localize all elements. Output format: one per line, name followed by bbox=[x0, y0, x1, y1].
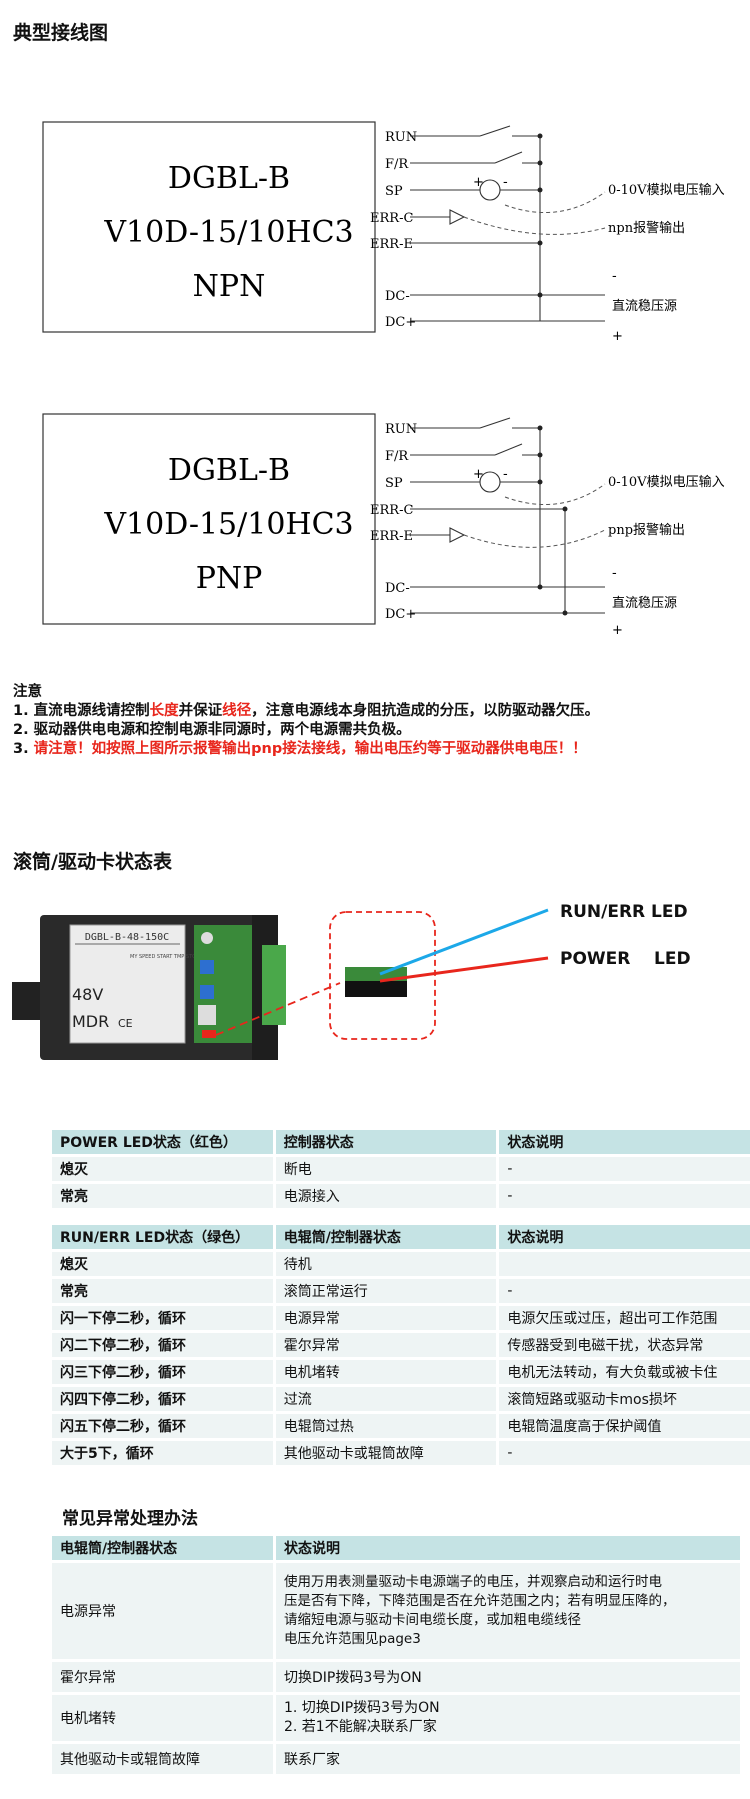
table-row: 闪二下停二秒，循环霍尔异常传感器受到电磁干扰，状态异常 bbox=[52, 1333, 750, 1357]
table-row: 闪一下停二秒，循环电源异常电源欠压或过压，超出可工作范围 bbox=[52, 1306, 750, 1330]
terminal-sp: SP bbox=[385, 184, 403, 199]
svg-text:+: + bbox=[612, 623, 623, 638]
table-row: 熄灭待机 bbox=[52, 1252, 750, 1276]
terminal-dc-minus: DC- bbox=[385, 581, 410, 596]
svg-text:+: + bbox=[473, 467, 484, 482]
note-1: 1. 直流电源线请控制长度并保证线径，注意电源线本身阻抗造成的分压，以防驱动器欠… bbox=[13, 703, 600, 719]
notes-block: 注意 1. 直流电源线请控制长度并保证线径，注意电源线本身阻抗造成的分压，以防驱… bbox=[13, 683, 599, 759]
terminal-dc-minus: DC- bbox=[385, 289, 410, 304]
notes-title: 注意 bbox=[13, 684, 42, 700]
model-type: NPN bbox=[193, 269, 266, 304]
label-power-source: 直流稳压源 bbox=[612, 595, 677, 611]
svg-text:-: - bbox=[612, 566, 617, 581]
table-row: 霍尔异常 切换DIP拨码3号为ON bbox=[52, 1662, 740, 1692]
device-illustration: DGBL-B-48-150C 48V MDR CE MY SPEED START… bbox=[12, 902, 691, 1060]
table-header-row: 电辊筒/控制器状态 状态说明 bbox=[52, 1536, 740, 1560]
svg-text:-: - bbox=[612, 269, 617, 284]
troubleshooting-table: 电辊筒/控制器状态 状态说明 电源异常 使用万用表测量驱动卡电源端子的电压，并观… bbox=[52, 1533, 740, 1777]
table-row: 其他驱动卡或辊筒故障 联系厂家 bbox=[52, 1744, 740, 1774]
note-3: 3. 请注意！如按照上图所示报警输出pnp接法接线，输出电压约等于驱动器供电电压… bbox=[13, 741, 587, 757]
device-voltage: 48V bbox=[72, 985, 103, 1004]
terminal-fr: F/R bbox=[385, 157, 409, 172]
svg-text:DGBL-B-48-150C: DGBL-B-48-150C bbox=[85, 932, 169, 943]
svg-text:-: - bbox=[503, 175, 508, 190]
note-2: 2. 驱动器供电电源和控制电源非同源时，两个电源需共负极。 bbox=[13, 722, 411, 738]
svg-text:+: + bbox=[612, 329, 623, 344]
label-power-source: 直流稳压源 bbox=[612, 298, 677, 314]
terminal-run: RUN bbox=[385, 130, 417, 145]
section-title-wiring: 典型接线图 bbox=[13, 22, 109, 44]
table-row: 闪四下停二秒，循环过流滚筒短路或驱动卡mos损坏 bbox=[52, 1387, 750, 1411]
terminal-err-e: ERR-E bbox=[370, 529, 413, 544]
svg-text:CE: CE bbox=[118, 1017, 133, 1030]
power-led-table: POWER LED状态（红色） 控制器状态 状态说明 熄灭 断电 - 常亮 电源… bbox=[52, 1127, 750, 1211]
terminal-fr: F/R bbox=[385, 449, 409, 464]
terminal-err-c: ERR-C bbox=[370, 503, 413, 518]
model-line2: V10D-15/10HC3 bbox=[103, 507, 353, 542]
section-title-status: 滚筒/驱动卡状态表 bbox=[13, 851, 172, 873]
svg-text:MY SPEED START TMP STOP TIME: MY SPEED START TMP STOP TIME bbox=[130, 954, 213, 960]
model-type: PNP bbox=[196, 561, 263, 596]
svg-text:-: - bbox=[503, 467, 508, 482]
terminal-run: RUN bbox=[385, 422, 417, 437]
led-label-run-err: RUN/ERR LED bbox=[560, 902, 688, 922]
table-row: 电机堵转 1. 切换DIP拨码3号为ON 2. 若1不能解决联系厂家 bbox=[52, 1695, 740, 1741]
model-line1: DGBL-B bbox=[168, 161, 290, 196]
device-brand: MDR bbox=[72, 1012, 109, 1031]
label-alarm-output: npn报警输出 bbox=[608, 220, 685, 236]
table-row: 大于5下，循环其他驱动卡或辊筒故障- bbox=[52, 1441, 750, 1465]
terminal-err-c: ERR-C bbox=[370, 211, 413, 226]
wiring-diagram-npn: DGBL-B V10D-15/10HC3 NPN RUN F/R SP ERR-… bbox=[42, 121, 725, 344]
table-row: 电源异常 使用万用表测量驱动卡电源端子的电压，并观察启动和运行时电 压是否有下降… bbox=[52, 1563, 740, 1659]
table-row: 常亮 电源接入 - bbox=[52, 1184, 750, 1208]
label-analog-input: 0-10V模拟电压输入 bbox=[608, 182, 725, 198]
svg-text:+: + bbox=[473, 175, 484, 190]
terminal-err-e: ERR-E bbox=[370, 237, 413, 252]
run-err-led-table: RUN/ERR LED状态（绿色） 电辊筒/控制器状态 状态说明 熄灭待机 常亮… bbox=[52, 1222, 750, 1468]
table-row: 熄灭 断电 - bbox=[52, 1157, 750, 1181]
model-line2: V10D-15/10HC3 bbox=[103, 215, 353, 250]
table-row: 闪五下停二秒，循环电辊筒过热电辊筒温度高于保护阈值 bbox=[52, 1414, 750, 1438]
table-row: 闪三下停二秒，循环电机堵转电机无法转动，有大负载或被卡住 bbox=[52, 1360, 750, 1384]
terminal-sp: SP bbox=[385, 476, 403, 491]
table-header-row: POWER LED状态（红色） 控制器状态 状态说明 bbox=[52, 1130, 750, 1154]
label-analog-input: 0-10V模拟电压输入 bbox=[608, 474, 725, 490]
label-alarm-output: pnp报警输出 bbox=[608, 522, 685, 538]
wiring-diagram-pnp: DGBL-B V10D-15/10HC3 PNP RUN F/R SP ERR-… bbox=[42, 413, 725, 638]
table-row: 常亮滚筒正常运行- bbox=[52, 1279, 750, 1303]
table-header-row: RUN/ERR LED状态（绿色） 电辊筒/控制器状态 状态说明 bbox=[52, 1225, 750, 1249]
model-line1: DGBL-B bbox=[168, 453, 290, 488]
terminal-dc-plus: DC+ bbox=[385, 315, 416, 330]
section-title-troubleshooting: 常见异常处理办法 bbox=[62, 1509, 198, 1529]
terminal-dc-plus: DC+ bbox=[385, 607, 416, 622]
led-label-power: POWER LED bbox=[560, 949, 691, 969]
